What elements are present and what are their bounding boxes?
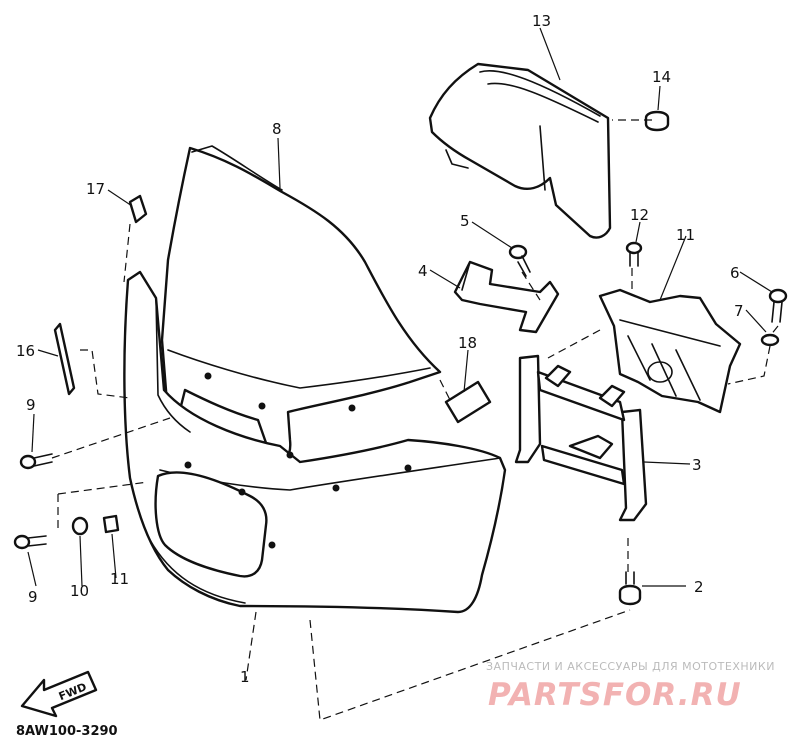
callout-13: 12	[630, 206, 649, 224]
part-small-bracket	[453, 260, 560, 334]
callout-12: 11	[676, 226, 695, 244]
callout-2: 2	[694, 578, 704, 596]
forward-direction-arrow: FWD	[20, 670, 98, 718]
part-strip	[53, 322, 76, 396]
callout-11: 11	[110, 570, 129, 588]
callout-9a: 9	[26, 396, 36, 414]
watermark: ЗАПЧАСТИ И АКСЕССУАРЫ ДЛЯ МОТОТЕХНИКИ PA…	[486, 660, 775, 713]
part-grommet	[644, 110, 670, 132]
callout-9b: 9	[28, 588, 38, 606]
part-upper-cover	[428, 62, 612, 239]
part-bolt-6	[768, 288, 788, 323]
part-screw-9a	[19, 453, 53, 470]
watermark-caption: ЗАПЧАСТИ И АКСЕССУАРЫ ДЛЯ МОТОТЕХНИКИ	[486, 660, 775, 673]
callout-7: 7	[734, 302, 744, 320]
assembly-lines	[51, 119, 779, 721]
part-bolt-5	[508, 244, 531, 277]
watermark-brand: PARTSFOR.RU	[488, 677, 742, 713]
part-bolt-13	[625, 241, 643, 267]
diagram-part-code: 8AW100-3290	[16, 724, 118, 739]
part-screw-2	[618, 571, 642, 606]
leader-lines	[27, 27, 773, 587]
callout-5: 5	[460, 212, 470, 230]
part-front-fairing	[123, 270, 507, 614]
callout-14: 13	[532, 12, 551, 30]
part-nut	[102, 514, 120, 534]
callout-6: 6	[730, 264, 740, 282]
part-stay-frame	[514, 354, 648, 522]
callout-4: 4	[418, 262, 428, 280]
callout-10: 10	[70, 582, 89, 600]
part-small-pad	[128, 194, 148, 224]
part-meter-bracket	[598, 288, 742, 414]
callout-1: 1	[240, 668, 250, 686]
callout-3: 3	[692, 456, 702, 474]
callout-18: 18	[458, 334, 477, 352]
part-windscreen	[160, 145, 442, 464]
part-collar	[760, 333, 780, 347]
callout-17: 17	[86, 180, 105, 198]
part-screw-9b	[13, 534, 47, 550]
callout-16: 16	[16, 342, 35, 360]
callout-15: 14	[652, 68, 671, 86]
part-washer	[71, 516, 89, 536]
part-pad	[444, 380, 492, 424]
callout-8: 8	[272, 120, 282, 138]
callout-labels: 13 14 8 17 5 12 11 4 6 7 16 18 9 3 9 10 …	[16, 12, 744, 686]
